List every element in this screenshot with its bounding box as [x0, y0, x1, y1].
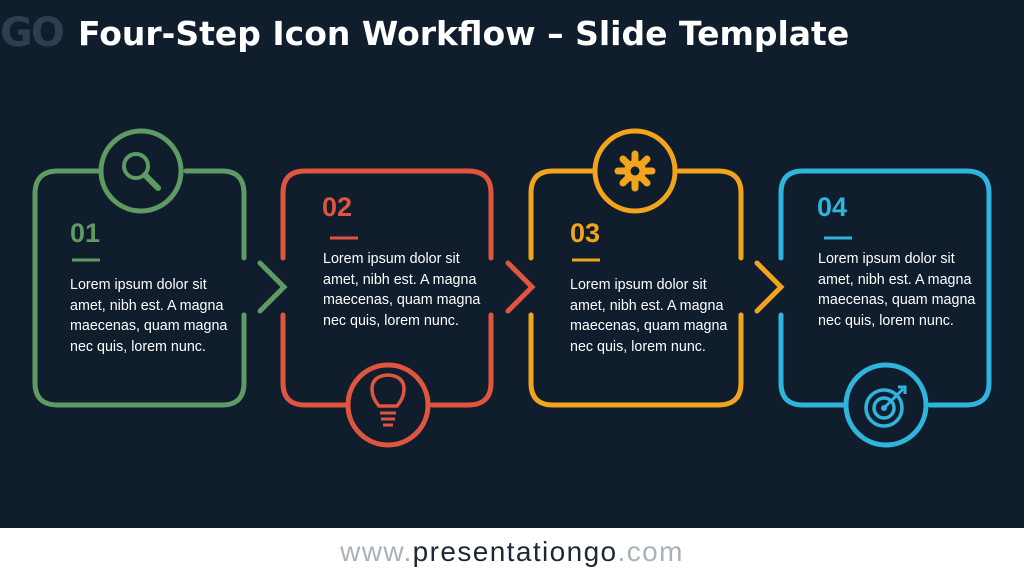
workflow-diagram	[32, 128, 992, 448]
step-1-frame	[32, 168, 288, 408]
step-1-text: Lorem ipsum dolor sit amet, nibh est. A …	[70, 277, 228, 355]
footer-url-prefix: www.	[340, 536, 413, 567]
footer-url-brand: presentationgo	[412, 536, 618, 567]
step-2-number: 02	[322, 192, 353, 222]
step-3-text: Lorem ipsum dolor sit amet, nibh est. A …	[570, 277, 728, 355]
step-4-number: 04	[817, 192, 848, 222]
step-1-number: 01	[70, 218, 101, 248]
step-2-frame	[280, 168, 536, 408]
gear-icon	[592, 128, 678, 214]
step-3-frame	[528, 168, 785, 408]
slide-title: Four-Step Icon Workflow – Slide Template	[78, 14, 850, 53]
step-3-number: 03	[570, 218, 601, 248]
step-2-text: Lorem ipsum dolor sit amet, nibh est. A …	[323, 251, 481, 329]
magnifier-icon	[98, 128, 184, 214]
lightbulb-icon	[345, 362, 431, 448]
step-4-frame	[778, 168, 992, 408]
footer-url-suffix: .com	[617, 536, 684, 567]
step-4-text: Lorem ipsum dolor sit amet, nibh est. A …	[818, 251, 976, 329]
target-icon	[843, 362, 929, 448]
logo: GO	[0, 10, 65, 56]
footer-url[interactable]: www.presentationgo.com	[0, 528, 1024, 576]
